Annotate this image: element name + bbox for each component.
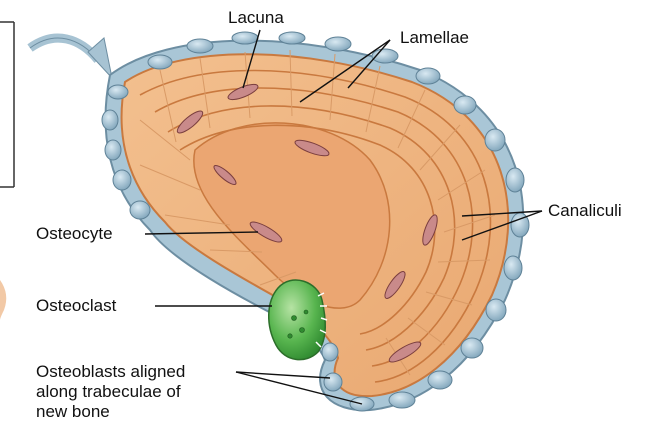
label-osteoblasts-line1: Osteoblasts aligned — [36, 362, 266, 382]
label-osteoclast: Osteoclast — [36, 296, 116, 316]
inset-frame — [0, 22, 14, 320]
label-canaliculi: Canaliculi — [548, 201, 622, 221]
osteoclast-cell — [269, 280, 327, 360]
finger-fragment — [0, 280, 6, 320]
label-osteoblasts-line3: new bone — [36, 402, 266, 422]
curved-arrow-icon — [30, 38, 112, 78]
label-osteoblasts-line2: along trabeculae of — [36, 382, 266, 402]
label-lamellae: Lamellae — [400, 28, 469, 48]
label-lacuna: Lacuna — [228, 8, 284, 28]
label-osteoblasts: Osteoblasts aligned along trabeculae of … — [36, 362, 266, 422]
label-osteocyte: Osteocyte — [36, 224, 113, 244]
